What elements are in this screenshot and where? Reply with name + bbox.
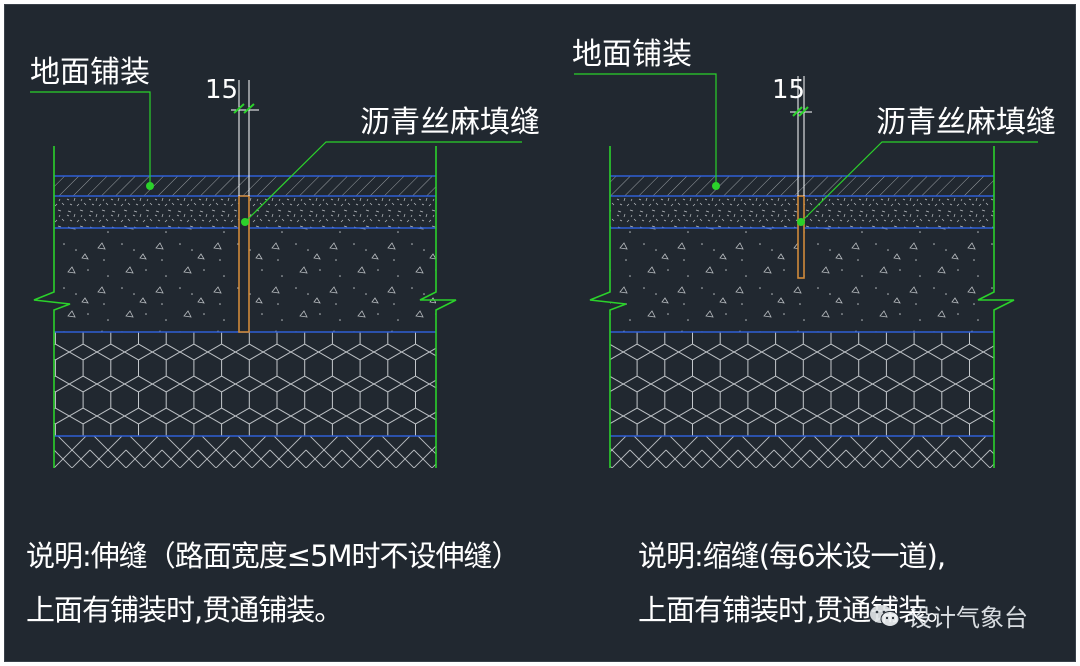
right-note-line-1: 说明:缩缝(每6米设一道), bbox=[638, 539, 946, 573]
left-paving-marker bbox=[146, 182, 154, 190]
left-paving-layer bbox=[54, 176, 436, 196]
left-dimension-text: 15 bbox=[205, 75, 238, 105]
wechat-icon bbox=[870, 604, 900, 627]
left-section: 地面铺装 15 沥青丝麻填缝 bbox=[30, 55, 540, 468]
right-paving-layer bbox=[610, 176, 994, 196]
right-dim-ticks bbox=[792, 106, 809, 117]
right-leaders bbox=[574, 73, 1038, 223]
right-section: 地面铺装 15 沥青丝麻填缝 bbox=[572, 37, 1056, 468]
right-dimension-text: 15 bbox=[772, 75, 805, 105]
right-gravel-layer bbox=[610, 332, 994, 436]
left-joint-marker bbox=[241, 218, 249, 226]
left-expansion-joint bbox=[238, 195, 250, 333]
left-note-line-1: 说明:伸缝（路面宽度≤5M时不设伸缝） bbox=[26, 539, 521, 573]
right-soil-layer bbox=[610, 436, 994, 468]
watermark: 设计气象台 bbox=[868, 598, 1028, 633]
right-note-line-2: 上面有铺装时,贯通铺装。 bbox=[638, 593, 955, 627]
right-paving-label: 地面铺装 bbox=[572, 37, 692, 72]
left-soil-layer bbox=[54, 436, 436, 468]
left-boundary bbox=[33, 146, 457, 468]
left-dim-ticks bbox=[233, 103, 255, 114]
left-note-line-2: 上面有铺装时,贯通铺装。 bbox=[26, 593, 343, 627]
left-paving-label: 地面铺装 bbox=[30, 55, 150, 90]
right-boundary bbox=[589, 146, 1015, 468]
right-contraction-joint bbox=[797, 195, 805, 279]
left-leaders bbox=[30, 91, 522, 223]
right-joint-marker bbox=[797, 218, 805, 226]
left-joint-filler-label: 沥青丝麻填缝 bbox=[360, 105, 540, 140]
left-gravel-layer bbox=[54, 332, 436, 436]
right-paving-marker bbox=[712, 182, 720, 190]
right-joint-filler-label: 沥青丝麻填缝 bbox=[876, 105, 1056, 140]
watermark-text: 设计气象台 bbox=[908, 604, 1028, 632]
